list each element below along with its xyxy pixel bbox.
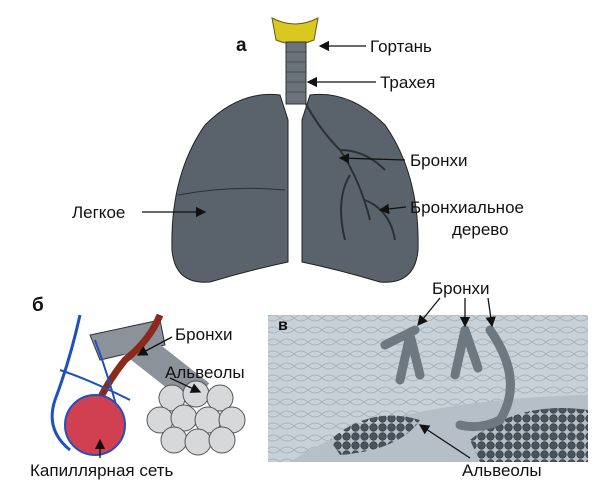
label-alveoli-c: Альвеолы xyxy=(462,461,542,480)
panel-c-letter: в xyxy=(278,317,288,334)
label-bronchi-b: Бронхи xyxy=(175,325,233,344)
bronchioles-illustration xyxy=(268,315,588,462)
label-larynx: Гортань xyxy=(370,37,432,56)
label-trachea: Трахея xyxy=(380,73,436,92)
label-bronchi-a: Бронхи xyxy=(410,151,468,170)
panel-a-letter: а xyxy=(236,35,247,56)
left-lung xyxy=(171,93,289,283)
larynx xyxy=(271,17,319,45)
trachea xyxy=(285,41,307,105)
label-alveoli-b: Альвеолы xyxy=(165,363,245,382)
panel-b-letter: б xyxy=(32,295,44,316)
label-lung: Легкое xyxy=(72,203,126,222)
label-bronchi-c: Бронхи xyxy=(432,279,490,298)
lungs-illustration xyxy=(171,17,419,283)
label-bronchial-tree-line2: дерево xyxy=(452,220,509,239)
label-capillary-network: Капиллярная сеть xyxy=(30,461,174,480)
bronchial-tree xyxy=(305,103,396,241)
label-bronchial-tree-line1: Бронхиальное xyxy=(410,198,524,217)
